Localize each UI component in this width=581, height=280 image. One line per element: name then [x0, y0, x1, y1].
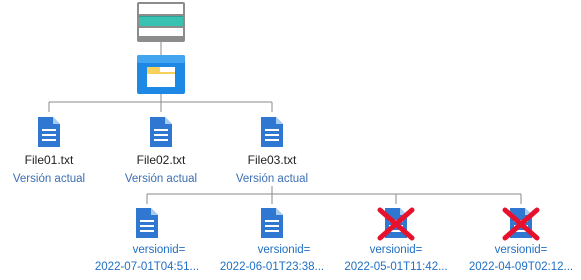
blob-container-icon — [137, 55, 185, 94]
file-icon — [136, 208, 158, 238]
storage-account-icon — [137, 2, 185, 42]
file-name: File02.txt — [137, 153, 186, 167]
file-status: Versión actual — [125, 173, 197, 185]
file-icon — [261, 117, 283, 147]
file-node-3[interactable]: File03.txt Versión actual — [236, 117, 308, 185]
file-name: File01.txt — [25, 153, 74, 167]
file-name: File03.txt — [248, 153, 297, 167]
version-node-4[interactable]: versionid= 2022-04-09T02:12... — [469, 207, 573, 273]
deleted-file-icon — [377, 207, 415, 241]
file-node-1[interactable]: File01.txt Versión actual — [13, 117, 85, 185]
file-status: Versión actual — [236, 173, 308, 185]
version-label: versionid= — [370, 244, 423, 256]
version-label: versionid= — [495, 244, 548, 256]
file-icon — [38, 117, 60, 147]
file-node-2[interactable]: File02.txt Versión actual — [125, 117, 197, 185]
version-label: versionid= — [258, 244, 311, 256]
connectors — [48, 42, 522, 204]
version-id: 2022-06-01T23:38... — [220, 261, 324, 273]
version-node-1[interactable]: versionid= 2022-07-01T04:51... — [95, 208, 199, 273]
version-id: 2022-05-01T11:42... — [344, 261, 447, 273]
deleted-file-icon — [502, 207, 540, 241]
version-node-2[interactable]: versionid= 2022-06-01T23:38... — [220, 208, 324, 273]
version-id: 2022-07-01T04:51... — [95, 261, 199, 273]
version-id: 2022-04-09T02:12... — [469, 261, 573, 273]
file-icon — [261, 208, 283, 238]
file-status: Versión actual — [13, 173, 85, 185]
version-node-3[interactable]: versionid= 2022-05-01T11:42... — [344, 207, 448, 273]
version-label: versionid= — [133, 244, 186, 256]
file-icon — [150, 117, 172, 147]
